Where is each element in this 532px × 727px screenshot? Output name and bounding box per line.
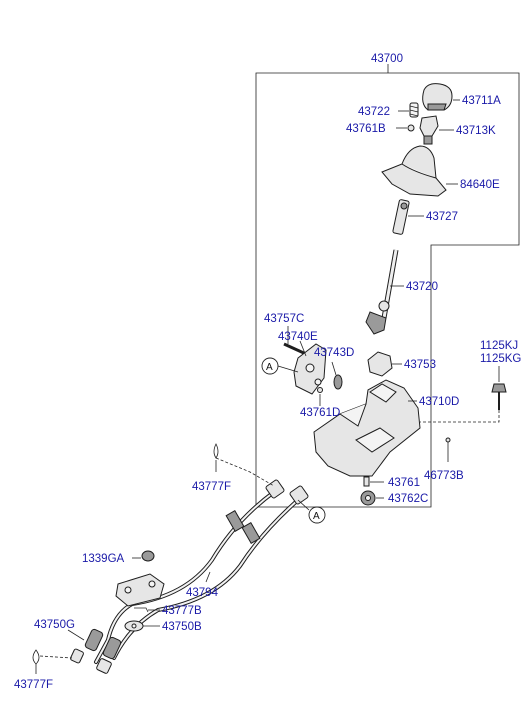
cable-clip-bottom-part xyxy=(32,649,40,665)
cable-part xyxy=(94,479,309,664)
label-washer: 43750B xyxy=(162,621,202,633)
cable-end-part xyxy=(70,628,122,674)
grommet-part xyxy=(141,550,155,562)
label-bolt-kg: 1125KG xyxy=(480,353,521,365)
clip-b-part xyxy=(134,607,149,613)
label-rod-upper: 43727 xyxy=(426,211,458,223)
label-pin: 46773B xyxy=(424,470,464,482)
nut-part xyxy=(360,490,376,506)
label-clip: 43761D xyxy=(300,407,340,419)
label-boot: 84640E xyxy=(460,179,500,191)
ref-a-circle-bottom xyxy=(308,506,326,524)
mount-plate-part xyxy=(115,573,165,607)
label-cable-clip-bottom: 43777F xyxy=(14,679,53,691)
label-small-bushing: 43743D xyxy=(314,347,354,359)
housing-part xyxy=(313,379,421,477)
label-bushing: 43753 xyxy=(404,359,436,371)
boot-part xyxy=(381,145,447,197)
pin-43761-part xyxy=(363,476,370,487)
label-knob-bracket: 43713K xyxy=(456,125,496,137)
lever-part xyxy=(365,249,399,335)
label-cable: 43794 xyxy=(186,587,219,599)
cable-clip-top-part xyxy=(213,443,219,459)
label-nut: 43762C xyxy=(388,493,428,505)
label-bracket: 43740E xyxy=(278,331,318,343)
assembly-outline xyxy=(255,72,520,508)
ref-a-top: A xyxy=(266,362,273,373)
bracket-part xyxy=(283,342,327,395)
knob-bolt-part xyxy=(407,124,415,132)
label-bolt-kj: 1125KJ xyxy=(480,340,518,352)
small-bushing-part xyxy=(333,374,343,390)
knob-part xyxy=(422,83,453,111)
label-assembly: 43700 xyxy=(371,53,403,65)
ref-a-bottom: A xyxy=(313,511,320,522)
label-knob: 43711A xyxy=(462,95,501,107)
knob-bracket-part xyxy=(419,115,439,145)
bolt-part xyxy=(491,383,507,410)
label-clip-b: 43777B xyxy=(162,605,202,617)
label-lever: 43720 xyxy=(406,281,438,293)
label-cable-end: 43750G xyxy=(34,619,75,631)
bushing-part xyxy=(367,351,393,377)
label-housing: 43710D xyxy=(419,396,459,408)
label-bracket-bolt: 43757C xyxy=(264,313,304,325)
label-cable-clip-top: 43777F xyxy=(192,481,231,493)
label-spring: 43722 xyxy=(358,106,390,118)
label-pin-43761: 43761 xyxy=(388,477,420,489)
label-knob-bolt: 43761B xyxy=(346,123,386,135)
label-grommet: 1339GA xyxy=(82,553,125,565)
rod-upper-part xyxy=(392,199,410,235)
spring-part xyxy=(409,102,419,118)
